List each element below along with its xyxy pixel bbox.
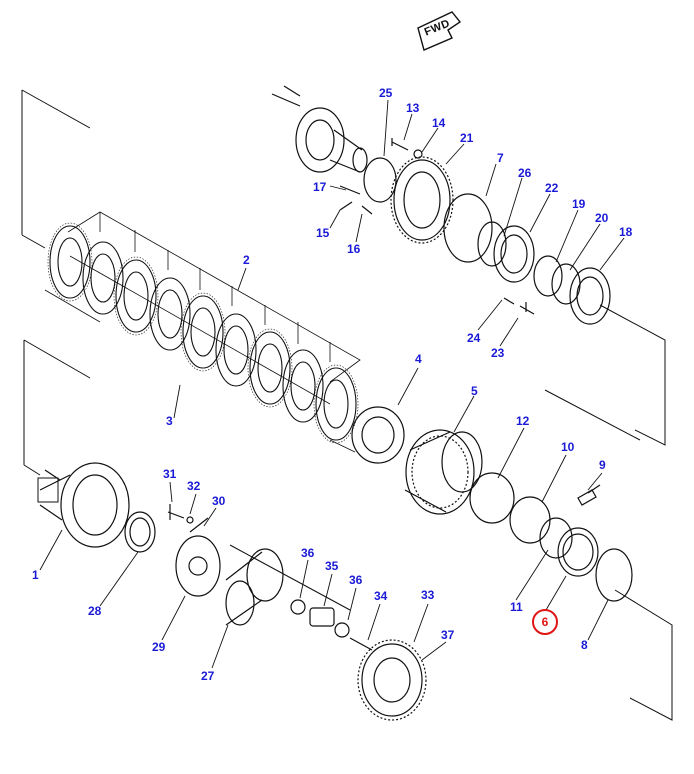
part-15-bolt <box>339 201 353 211</box>
callout-28[interactable]: 28 <box>88 604 102 618</box>
callout-1[interactable]: 1 <box>32 568 39 582</box>
part-25-ring <box>363 157 397 203</box>
callout-12[interactable]: 12 <box>516 414 530 428</box>
frame-line <box>599 304 666 446</box>
part-36-washer <box>290 599 306 615</box>
callout-35[interactable]: 35 <box>325 559 339 573</box>
part-20-ring <box>551 263 581 305</box>
part-32-washer <box>186 516 194 524</box>
callout-11[interactable]: 11 <box>510 600 523 614</box>
callout-19[interactable]: 19 <box>572 197 586 211</box>
callout-26[interactable]: 26 <box>518 166 532 180</box>
callout-10[interactable]: 10 <box>561 440 575 454</box>
callout-8[interactable]: 8 <box>581 638 588 652</box>
frame-line <box>544 389 641 441</box>
part-21-piston <box>390 156 454 244</box>
leader-lines <box>39 99 625 669</box>
part-14-washer <box>413 149 423 159</box>
callout-27[interactable]: 27 <box>201 669 215 683</box>
callout-37[interactable]: 37 <box>441 628 455 642</box>
part-23-bolt <box>519 302 535 315</box>
callout-4[interactable]: 4 <box>415 352 422 366</box>
callout-17[interactable]: 17 <box>313 180 327 194</box>
frame-line <box>21 89 91 249</box>
callout-14[interactable]: 14 <box>432 116 446 130</box>
input-shaft <box>271 85 368 173</box>
part-26-ring <box>477 221 507 267</box>
part-31-bolt <box>167 504 185 520</box>
part-11-ring <box>539 517 573 559</box>
part-13-bolt <box>391 138 409 151</box>
callout-25[interactable]: 25 <box>379 86 393 100</box>
callout-24[interactable]: 24 <box>467 331 481 345</box>
part-35-bearing <box>309 607 335 627</box>
callout-13[interactable]: 13 <box>406 101 420 115</box>
part-9-bolt <box>577 484 601 506</box>
callout-30[interactable]: 30 <box>212 494 226 508</box>
callout-31[interactable]: 31 <box>163 467 177 481</box>
part-7-ring <box>443 193 493 263</box>
part-16-bolt <box>361 205 373 215</box>
part-10-ring <box>509 496 551 544</box>
callout-18[interactable]: 18 <box>619 225 633 239</box>
part-1-carrier <box>37 462 130 548</box>
part-27-drum <box>225 548 284 626</box>
part-18-plate <box>569 267 611 325</box>
callout-32[interactable]: 32 <box>187 479 201 493</box>
part-12-ring <box>469 472 515 524</box>
part-36-washer-b <box>334 622 350 638</box>
part-33-gear <box>357 639 427 721</box>
callout-36-b[interactable]: 36 <box>349 573 363 587</box>
part-17-pin <box>339 185 361 195</box>
clutch-disc-pack <box>49 225 357 441</box>
callout-7[interactable]: 7 <box>497 151 504 165</box>
callout-3[interactable]: 3 <box>166 414 173 428</box>
part-34-pin <box>349 637 373 651</box>
fwd-arrow-icon <box>417 11 462 51</box>
part-28-ring <box>124 511 156 553</box>
part-24-washer <box>503 297 515 305</box>
callout-5[interactable]: 5 <box>471 384 478 398</box>
callout-34[interactable]: 34 <box>374 589 388 603</box>
callout-9[interactable]: 9 <box>599 458 606 472</box>
part-19-ring <box>533 255 563 297</box>
part-30-spring <box>189 517 209 533</box>
frame-line <box>614 589 673 721</box>
callout-29[interactable]: 29 <box>152 640 166 654</box>
frame-line <box>23 339 91 476</box>
callout-36-a[interactable]: 36 <box>301 546 315 560</box>
part-5-gear <box>404 429 483 515</box>
part-6-ring <box>557 527 599 577</box>
part-29-plate <box>175 535 221 597</box>
part-8-ring <box>595 548 633 602</box>
callout-21[interactable]: 21 <box>460 131 474 145</box>
callout-15[interactable]: 15 <box>316 226 330 240</box>
callout-23[interactable]: 23 <box>491 346 505 360</box>
frame-line <box>229 544 351 611</box>
callout-2[interactable]: 2 <box>243 253 250 267</box>
callout-16[interactable]: 16 <box>347 242 361 256</box>
callout-20[interactable]: 20 <box>595 211 609 225</box>
part-22-piston <box>493 225 535 283</box>
disc-teeth <box>47 222 359 444</box>
callout-6[interactable]: 6 <box>532 609 558 635</box>
callout-33[interactable]: 33 <box>421 588 435 602</box>
callout-22[interactable]: 22 <box>545 181 559 195</box>
part-4-plate <box>351 406 405 464</box>
